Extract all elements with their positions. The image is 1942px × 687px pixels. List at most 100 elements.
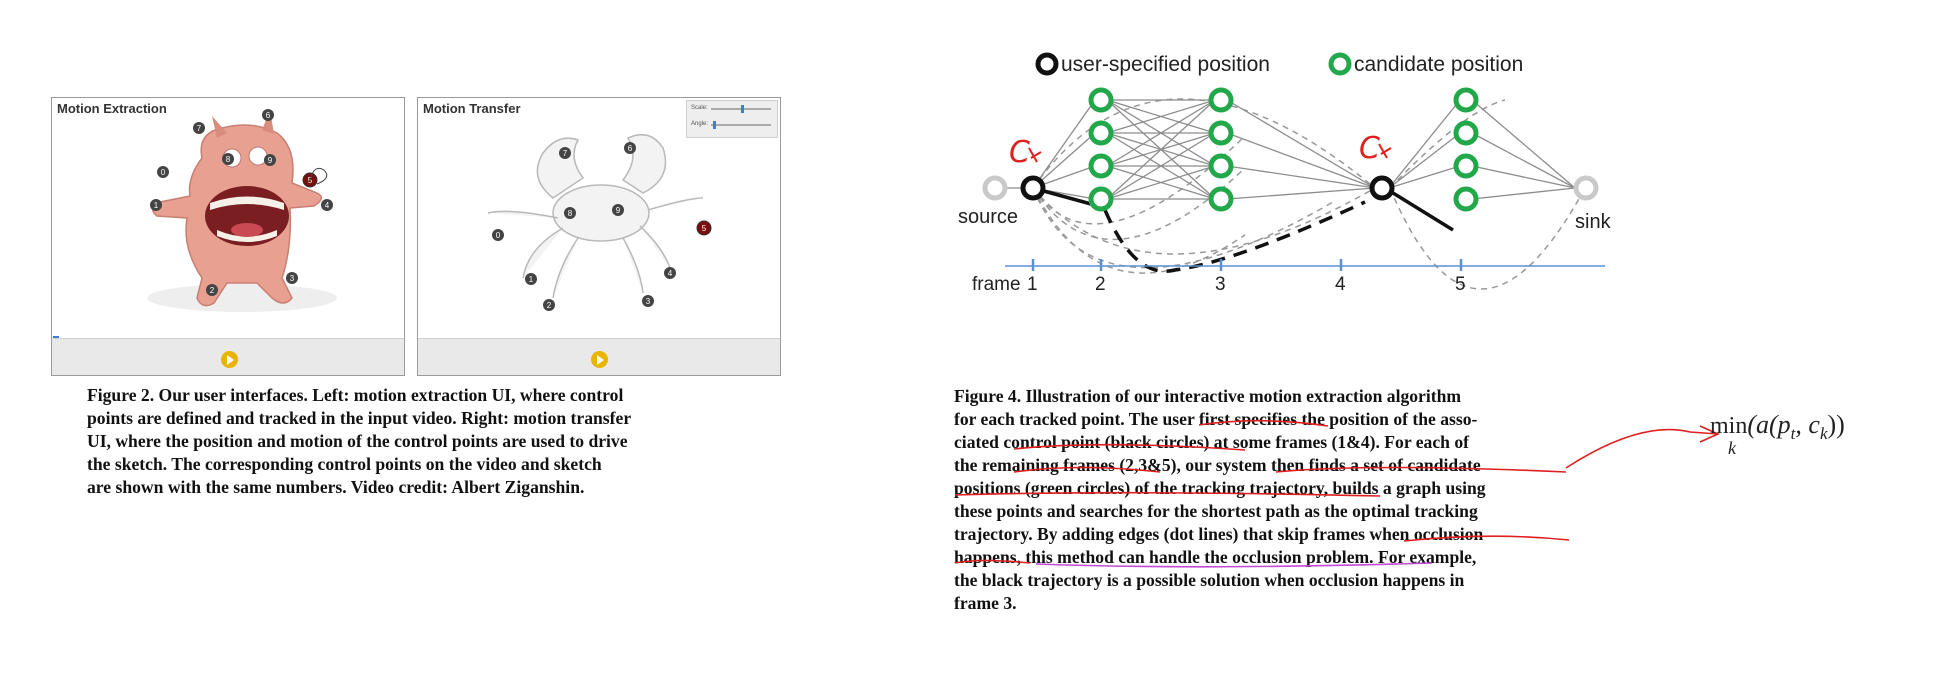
- control-point-0[interactable]: 0: [157, 166, 169, 178]
- control-point-label: 6: [628, 144, 633, 153]
- control-point-label: 0: [496, 231, 501, 240]
- frame-tick-label: 1: [1027, 274, 1038, 295]
- play-icon: [597, 355, 604, 365]
- angle-slider[interactable]: [711, 121, 771, 129]
- expression-close: )): [1827, 410, 1845, 439]
- control-point-1[interactable]: 1: [150, 199, 162, 211]
- control-point-2[interactable]: 2: [206, 284, 218, 296]
- caption-line: are shown with the same numbers. Video c…: [87, 477, 585, 497]
- monster-illustration: [147, 110, 337, 312]
- caption-line: ciated control point (black circles) at …: [954, 432, 1469, 452]
- caption-line: trajectory. By adding edges (dot lines) …: [954, 524, 1484, 544]
- caption-line: for each tracked point. The user first s…: [954, 409, 1478, 429]
- user-node-frame1: [1020, 175, 1046, 201]
- handwritten-c-label: C: [1009, 135, 1030, 170]
- control-point-label: 5: [308, 176, 313, 185]
- control-point-label: 8: [226, 155, 231, 164]
- control-point-label: 0: [161, 168, 166, 177]
- caption-line: positions (green circles) of the trackin…: [954, 478, 1486, 498]
- control-point-2[interactable]: 2: [543, 299, 555, 311]
- caption-line: Figure 2. Our user interfaces. Left: mot…: [87, 385, 624, 405]
- figure4-graph: user-specified position candidate positi…: [958, 52, 1612, 295]
- sink-label: sink: [1575, 211, 1612, 233]
- transfer-control-points: 7 6 8 9 0 5 1 4 3 2: [492, 142, 712, 311]
- control-point-9[interactable]: 9: [612, 204, 624, 216]
- control-point-label: 1: [529, 275, 534, 284]
- expression-sub-k: k: [1819, 424, 1828, 443]
- caption-line: Figure 4. Illustration of our interactiv…: [954, 386, 1462, 406]
- frame-axis-label: frame: [972, 274, 1021, 295]
- control-point-7[interactable]: 7: [193, 122, 205, 134]
- control-point-label: 1: [154, 201, 159, 210]
- control-point-7[interactable]: 7: [559, 147, 571, 159]
- play-button[interactable]: [591, 351, 608, 368]
- control-point-9[interactable]: 9: [264, 154, 276, 166]
- frame-tick-label: 5: [1455, 274, 1466, 295]
- caption-line: frame 3.: [954, 593, 1017, 613]
- control-point-8[interactable]: 8: [222, 153, 234, 165]
- caption-line: these points and searches for the shorte…: [954, 501, 1478, 521]
- motion-transfer-panel: Motion Transfer Scale: Angle: 7 6 8 9 0 …: [417, 97, 781, 376]
- sink-node: [1573, 175, 1599, 201]
- frame-tick-label: 4: [1335, 274, 1346, 295]
- control-point-label: 7: [197, 124, 202, 133]
- angle-label: Angle:: [691, 121, 709, 127]
- control-point-0[interactable]: 0: [492, 229, 504, 241]
- caption-line: UI, where the position and motion of the…: [87, 431, 628, 451]
- motion-transfer-title: Motion Transfer: [423, 101, 521, 116]
- scale-label: Scale:: [691, 105, 708, 111]
- caption-line: the remaining frames (2,3&5), our system…: [954, 455, 1481, 475]
- scale-slider[interactable]: [711, 105, 771, 113]
- control-point-label: 2: [547, 301, 552, 310]
- control-point-8[interactable]: 8: [564, 207, 576, 219]
- min-expression: min(a(pt, ck)) k: [1710, 410, 1845, 458]
- motion-extraction-panel: Motion Extraction 7 6 8 9 0 5 1 4 3 2: [51, 97, 405, 376]
- caption-line: happens, this method can handle the occl…: [954, 547, 1477, 567]
- expression-mid: , c: [1795, 410, 1820, 439]
- frame-axis: [1005, 259, 1605, 271]
- control-point-label: 7: [563, 149, 568, 158]
- motion-extraction-title: Motion Extraction: [57, 101, 167, 116]
- caption-line: the black trajectory is a possible solut…: [954, 570, 1465, 590]
- figure4-caption: Figure 4. Illustration of our interactiv…: [954, 385, 1576, 615]
- control-point-3[interactable]: 3: [286, 272, 298, 284]
- min-operator: min: [1710, 413, 1748, 439]
- figure2-caption: Figure 2. Our user interfaces. Left: mot…: [87, 384, 703, 499]
- legend-user-specified: user-specified position: [1035, 52, 1270, 76]
- control-point-label: 2: [210, 286, 215, 295]
- control-point-label: 5: [702, 224, 707, 233]
- min-subscript: k: [1728, 438, 1736, 458]
- source-node: [982, 175, 1008, 201]
- user-node-frame4: [1369, 175, 1395, 201]
- control-point-3[interactable]: 3: [642, 295, 654, 307]
- legend-candidate-label: candidate position: [1354, 53, 1523, 76]
- control-point-6[interactable]: 6: [624, 142, 636, 154]
- control-point-label: 8: [568, 209, 573, 218]
- control-point-4[interactable]: 4: [664, 267, 676, 279]
- play-button[interactable]: [221, 351, 238, 368]
- candidate-nodes: [1088, 87, 1479, 212]
- legend-candidate: candidate position: [1328, 52, 1523, 76]
- control-point-1[interactable]: 1: [525, 273, 537, 285]
- handwritten-ck-1: C: [1009, 135, 1042, 170]
- source-label: source: [958, 206, 1018, 228]
- caption-line: the sketch. The corresponding control po…: [87, 454, 602, 474]
- control-point-label: 9: [268, 156, 273, 165]
- frame-tick-label: 2: [1095, 274, 1106, 295]
- control-point-label: 3: [646, 297, 651, 306]
- expression-sub-t: t: [1790, 424, 1796, 443]
- control-point-5[interactable]: 5: [696, 220, 712, 236]
- handwritten-ck-2: C: [1359, 131, 1392, 166]
- control-point-label: 4: [325, 201, 330, 210]
- control-point-4[interactable]: 4: [321, 199, 333, 211]
- handwritten-c-label: C: [1359, 131, 1380, 166]
- transform-sliders-box: Scale: Angle:: [686, 100, 778, 138]
- legend-user-label: user-specified position: [1061, 53, 1270, 76]
- control-point-label: 3: [290, 274, 295, 283]
- control-point-label: 9: [616, 206, 621, 215]
- frame-tick-label: 3: [1215, 274, 1226, 295]
- play-icon: [227, 355, 234, 365]
- control-point-label: 4: [668, 269, 673, 278]
- control-point-6[interactable]: 6: [262, 109, 274, 121]
- extraction-control-points: 7 6 8 9 0 5 1 4 3 2: [150, 109, 333, 296]
